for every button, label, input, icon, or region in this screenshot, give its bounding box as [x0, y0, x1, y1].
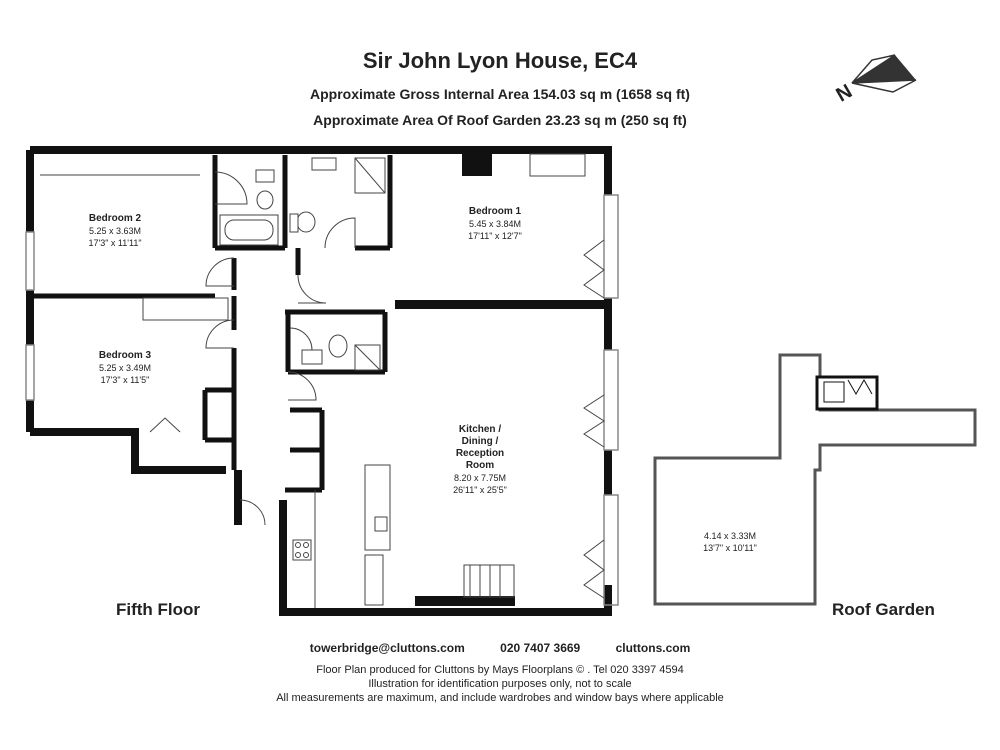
bedroom2-name: Bedroom 2 — [88, 213, 142, 224]
windows — [25, 194, 619, 606]
gross-internal-area: Approximate Gross Internal Area 154.03 s… — [310, 86, 690, 102]
footer-line-1: Floor Plan produced for Cluttons by Mays… — [316, 664, 684, 676]
compass-icon: N — [833, 54, 917, 107]
room-label-roof-garden: 4.14 x 3.33M 13'7" x 10'11" — [670, 530, 790, 554]
kitchen-name-line2: Dining / — [461, 436, 499, 447]
bedroom1-imperial: 17'11" x 12'7" — [468, 231, 522, 241]
roof-hatch — [815, 375, 879, 411]
roof-garden-area: Approximate Area Of Roof Garden 23.23 sq… — [313, 112, 687, 128]
fifth-floor-label: Fifth Floor — [116, 600, 201, 619]
compass-north-letter: N — [833, 80, 857, 106]
bedroom3-metric: 5.25 x 3.49M — [98, 363, 152, 373]
contact-website: cluttons.com — [615, 641, 691, 655]
contact-phone: 020 7407 3669 — [500, 641, 581, 655]
roof-garden-label: Roof Garden — [832, 600, 935, 619]
folding-doors — [583, 239, 605, 599]
room-label-bedroom3: Bedroom 3 5.25 x 3.49M 17'3" x 11'5" — [70, 350, 180, 386]
wardrobes — [40, 153, 586, 321]
kitchen-name-line3: Reception — [455, 448, 505, 459]
bedroom1-metric: 5.45 x 3.84M — [468, 219, 522, 229]
contact-email: towerbridge@cluttons.com — [309, 641, 465, 655]
bathroom-fittings — [219, 157, 386, 371]
room-label-bedroom1: Bedroom 1 5.45 x 3.84M 17'11" x 12'7" — [440, 206, 550, 242]
kitchen-imperial: 26'11" x 25'5" — [453, 485, 507, 495]
kitchen-metric: 8.20 x 7.75M — [453, 473, 507, 483]
roof-metric: 4.14 x 3.33M — [703, 531, 757, 541]
footer-line-3: All measurements are maximum, and includ… — [276, 692, 724, 704]
kitchen-units — [292, 464, 515, 608]
roof-garden-outline — [653, 353, 977, 606]
bedroom2-imperial: 17'3" x 11'11" — [88, 238, 142, 248]
bedroom1-name: Bedroom 1 — [468, 206, 522, 217]
contact-line: towerbridge@cluttons.com 020 7407 3669 c… — [0, 641, 1000, 655]
bedroom2-metric: 5.25 x 3.63M — [88, 226, 142, 236]
roof-imperial: 13'7" x 10'11" — [703, 543, 757, 553]
bedroom3-imperial: 17'3" x 11'5" — [100, 375, 150, 385]
bedroom3-name: Bedroom 3 — [98, 350, 152, 361]
plan-title: Sir John Lyon House, EC4 — [362, 48, 638, 73]
footer-line-2: Illustration for identification purposes… — [368, 678, 632, 690]
doors — [149, 171, 356, 526]
room-label-kitchen: Kitchen / Dining / Reception Room 8.20 x… — [425, 424, 535, 496]
kitchen-name-line4: Room — [465, 460, 495, 471]
kitchen-name-line1: Kitchen / — [458, 424, 502, 435]
exterior-walls — [26, 146, 612, 616]
room-label-bedroom2: Bedroom 2 5.25 x 3.63M 17'3" x 11'11" — [60, 213, 170, 249]
